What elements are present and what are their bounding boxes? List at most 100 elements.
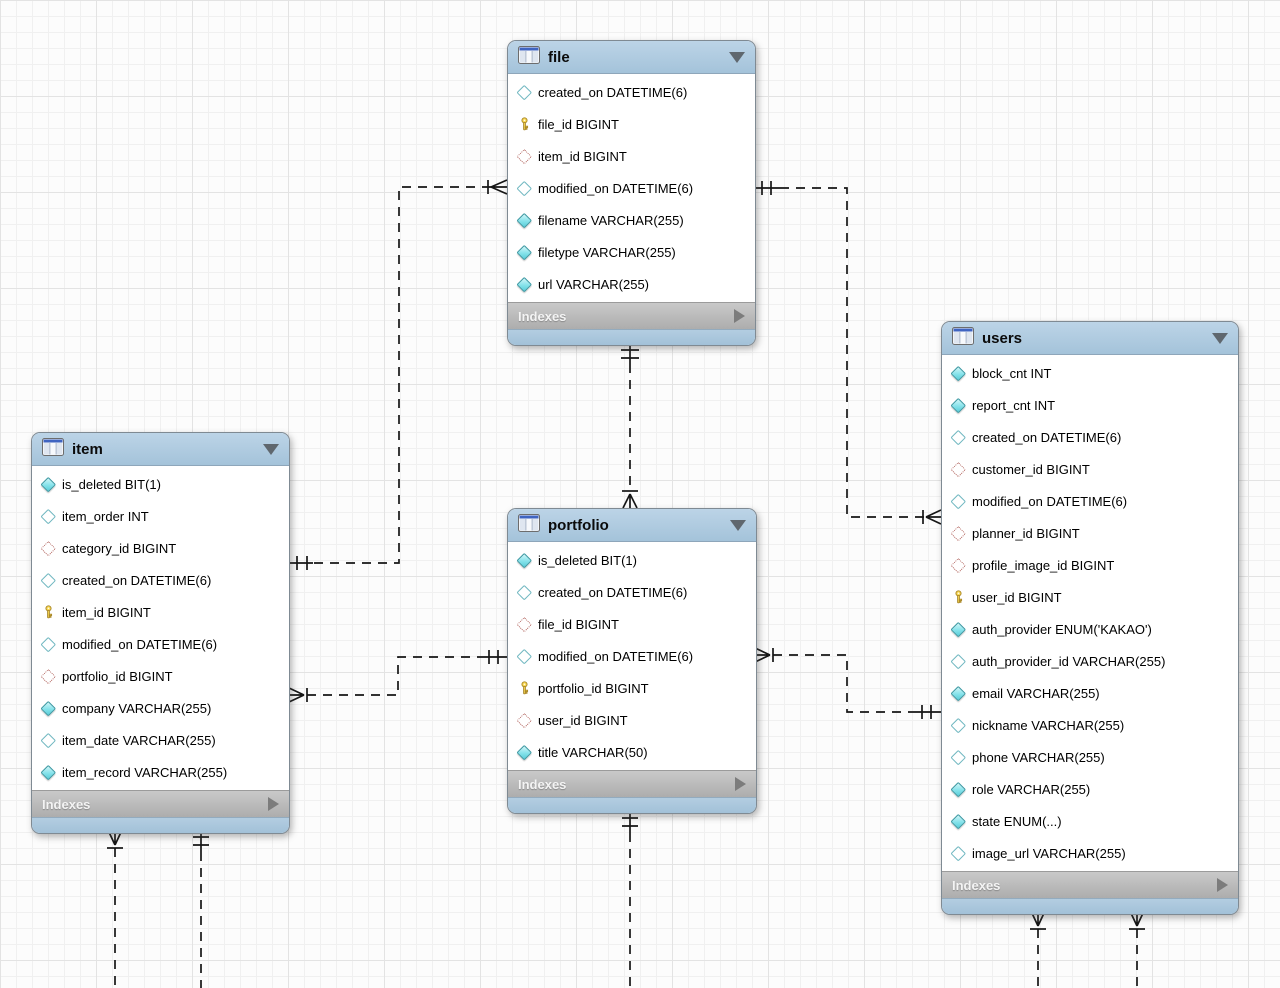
table-file[interactable]: file created_on DATETIME(6)file_id BIGIN… [507, 40, 756, 346]
column-row-planner_id[interactable]: planner_id BIGINT [942, 517, 1238, 549]
expand-arrow-icon [735, 777, 746, 791]
column-label: created_on DATETIME(6) [62, 572, 212, 588]
column-label: profile_image_id BIGINT [972, 557, 1115, 573]
relationship-item-offcanvas-many[interactable] [107, 829, 123, 988]
column-row-file_id[interactable]: file_id BIGINT [508, 108, 755, 140]
collapse-arrow-icon[interactable] [263, 443, 279, 455]
table-portfolio[interactable]: portfolio is_deleted BIT(1) created_on DA… [507, 508, 757, 814]
table-title: file [548, 48, 570, 66]
column-label: planner_id BIGINT [972, 525, 1080, 541]
column-row-item_date[interactable]: item_date VARCHAR(255) [32, 724, 289, 756]
column-row-image_url[interactable]: image_url VARCHAR(255) [942, 837, 1238, 869]
column-row-block_cnt[interactable]: block_cnt INT [942, 357, 1238, 389]
column-label: portfolio_id BIGINT [538, 680, 649, 696]
relationship-file-item[interactable] [289, 179, 508, 570]
column-row-created_on[interactable]: created_on DATETIME(6) [942, 421, 1238, 453]
column-label: auth_provider ENUM('KAKAO') [972, 621, 1152, 637]
column-row-modified_on[interactable]: modified_on DATETIME(6) [508, 172, 755, 204]
primary-key-icon [517, 681, 531, 695]
not-null-column-icon [951, 398, 965, 412]
column-label: filename VARCHAR(255) [538, 212, 684, 228]
column-row-nickname[interactable]: nickname VARCHAR(255) [942, 709, 1238, 741]
collapse-arrow-icon[interactable] [1212, 332, 1228, 344]
primary-key-icon [951, 590, 965, 604]
expand-arrow-icon [1217, 878, 1228, 892]
column-row-email[interactable]: email VARCHAR(255) [942, 677, 1238, 709]
foreign-key-icon [517, 149, 531, 163]
not-null-column-icon [951, 622, 965, 636]
relationship-item-offcanvas-one[interactable] [193, 830, 209, 988]
column-row-portfolio_id[interactable]: portfolio_id BIGINT [32, 660, 289, 692]
column-label: user_id BIGINT [972, 589, 1062, 605]
column-row-user_id[interactable]: user_id BIGINT [942, 581, 1238, 613]
relationship-users-offcanvas-2[interactable] [1129, 910, 1145, 988]
nullable-column-icon [517, 181, 531, 195]
column-row-modified_on[interactable]: modified_on DATETIME(6) [508, 640, 756, 672]
column-row-filetype[interactable]: filetype VARCHAR(255) [508, 236, 755, 268]
column-label: item_order INT [62, 508, 149, 524]
relationship-portfolio-file[interactable] [621, 342, 639, 509]
column-row-file_id[interactable]: file_id BIGINT [508, 608, 756, 640]
column-label: created_on DATETIME(6) [538, 584, 688, 600]
not-null-column-icon [951, 366, 965, 380]
column-row-item_id[interactable]: item_id BIGINT [32, 596, 289, 628]
column-label: filetype VARCHAR(255) [538, 244, 676, 260]
table-header[interactable]: users [942, 322, 1238, 355]
relationship-portfolio-offcanvas[interactable] [622, 810, 638, 988]
column-label: modified_on DATETIME(6) [972, 493, 1128, 509]
column-row-is_deleted[interactable]: is_deleted BIT(1) [32, 468, 289, 500]
column-row-modified_on[interactable]: modified_on DATETIME(6) [32, 628, 289, 660]
table-icon [952, 326, 974, 350]
table-header[interactable]: file [508, 41, 755, 74]
column-row-role[interactable]: role VARCHAR(255) [942, 773, 1238, 805]
column-row-customer_id[interactable]: customer_id BIGINT [942, 453, 1238, 485]
column-row-auth_provider[interactable]: auth_provider ENUM('KAKAO') [942, 613, 1238, 645]
indexes-bar[interactable]: Indexes [32, 790, 289, 817]
column-row-created_on[interactable]: created_on DATETIME(6) [508, 576, 756, 608]
column-row-category_id[interactable]: category_id BIGINT [32, 532, 289, 564]
column-row-auth_provider_id[interactable]: auth_provider_id VARCHAR(255) [942, 645, 1238, 677]
not-null-column-icon [41, 477, 55, 491]
column-row-item_order[interactable]: item_order INT [32, 500, 289, 532]
column-row-item_id[interactable]: item_id BIGINT [508, 140, 755, 172]
column-row-created_on[interactable]: created_on DATETIME(6) [508, 76, 755, 108]
column-row-state[interactable]: state ENUM(...) [942, 805, 1238, 837]
table-header[interactable]: item [32, 433, 289, 466]
column-row-phone[interactable]: phone VARCHAR(255) [942, 741, 1238, 773]
column-row-profile_image_id[interactable]: profile_image_id BIGINT [942, 549, 1238, 581]
column-label: item_id BIGINT [62, 604, 151, 620]
column-row-company[interactable]: company VARCHAR(255) [32, 692, 289, 724]
table-item[interactable]: item is_deleted BIT(1) item_order INT cate… [31, 432, 290, 834]
column-row-portfolio_id[interactable]: portfolio_id BIGINT [508, 672, 756, 704]
indexes-bar[interactable]: Indexes [942, 871, 1238, 898]
column-row-filename[interactable]: filename VARCHAR(255) [508, 204, 755, 236]
nullable-column-icon [517, 85, 531, 99]
relationship-users-file[interactable] [754, 181, 942, 525]
indexes-bar[interactable]: Indexes [508, 302, 755, 329]
column-row-item_record[interactable]: item_record VARCHAR(255) [32, 756, 289, 788]
column-list: is_deleted BIT(1) item_order INT category_… [32, 466, 289, 790]
column-row-report_cnt[interactable]: report_cnt INT [942, 389, 1238, 421]
foreign-key-icon [517, 617, 531, 631]
column-row-url[interactable]: url VARCHAR(255) [508, 268, 755, 300]
column-label: is_deleted BIT(1) [62, 476, 161, 492]
collapse-arrow-icon[interactable] [730, 519, 746, 531]
indexes-bar[interactable]: Indexes [508, 770, 756, 797]
column-label: is_deleted BIT(1) [538, 552, 637, 568]
foreign-key-icon [951, 462, 965, 476]
column-label: user_id BIGINT [538, 712, 628, 728]
table-footer [508, 329, 755, 345]
table-header[interactable]: portfolio [508, 509, 756, 542]
column-row-created_on[interactable]: created_on DATETIME(6) [32, 564, 289, 596]
collapse-arrow-icon[interactable] [729, 51, 745, 63]
column-row-title[interactable]: title VARCHAR(50) [508, 736, 756, 768]
relationship-users-offcanvas-1[interactable] [1030, 910, 1046, 988]
relationship-portfolio-users[interactable] [754, 647, 941, 719]
relationship-item-portfolio[interactable] [288, 650, 507, 703]
column-row-is_deleted[interactable]: is_deleted BIT(1) [508, 544, 756, 576]
indexes-label: Indexes [42, 796, 91, 812]
indexes-label: Indexes [952, 877, 1001, 893]
column-row-modified_on[interactable]: modified_on DATETIME(6) [942, 485, 1238, 517]
column-row-user_id[interactable]: user_id BIGINT [508, 704, 756, 736]
